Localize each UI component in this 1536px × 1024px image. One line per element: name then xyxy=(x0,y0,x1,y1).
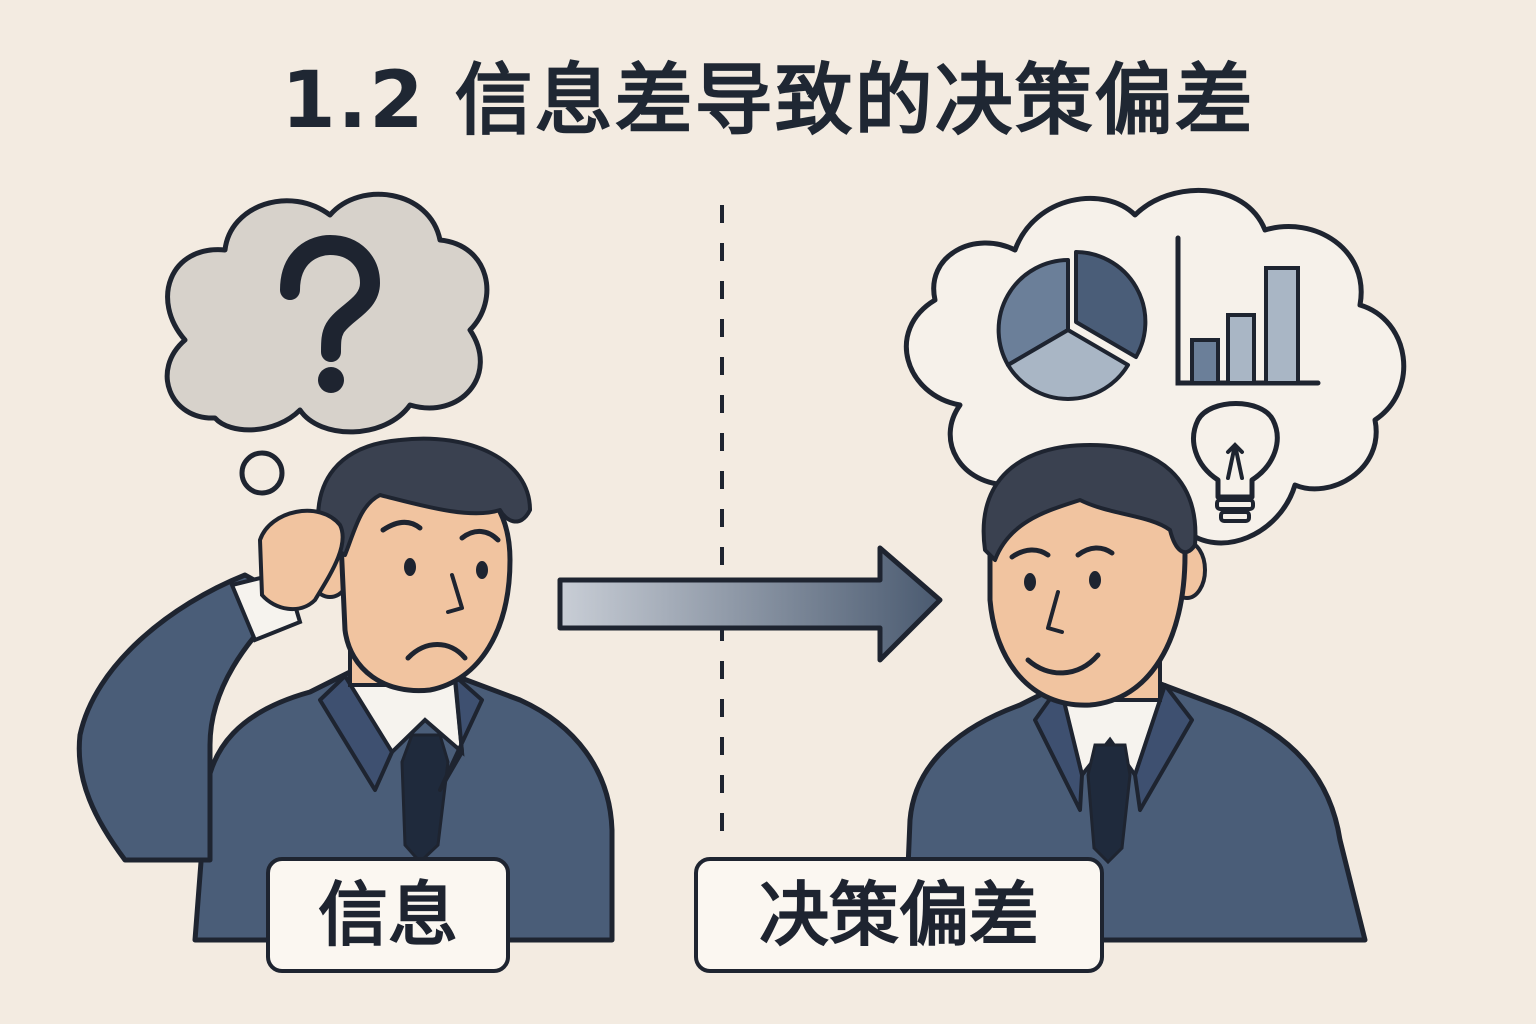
right-hair xyxy=(981,443,1198,562)
lightbulb-icon xyxy=(1191,401,1280,523)
decision-bias-label-text: 决策偏差 xyxy=(759,874,1039,956)
arrow-right-icon xyxy=(557,545,943,663)
right-tie xyxy=(1086,743,1132,865)
decision-bias-label: 决策偏差 xyxy=(694,857,1104,973)
bar-chart-icon xyxy=(1175,235,1321,386)
question-mark-icon xyxy=(280,234,381,393)
page-title: 1.2 信息差导致的决策偏差 xyxy=(281,56,1255,146)
left-raised-arm xyxy=(76,572,293,863)
confused-thought-cloud xyxy=(164,191,490,496)
left-hair xyxy=(316,436,532,557)
information-label: 信息 xyxy=(266,857,510,973)
pie-chart-icon xyxy=(996,250,1148,401)
information-label-text: 信息 xyxy=(318,874,458,956)
left-tie xyxy=(400,733,450,865)
